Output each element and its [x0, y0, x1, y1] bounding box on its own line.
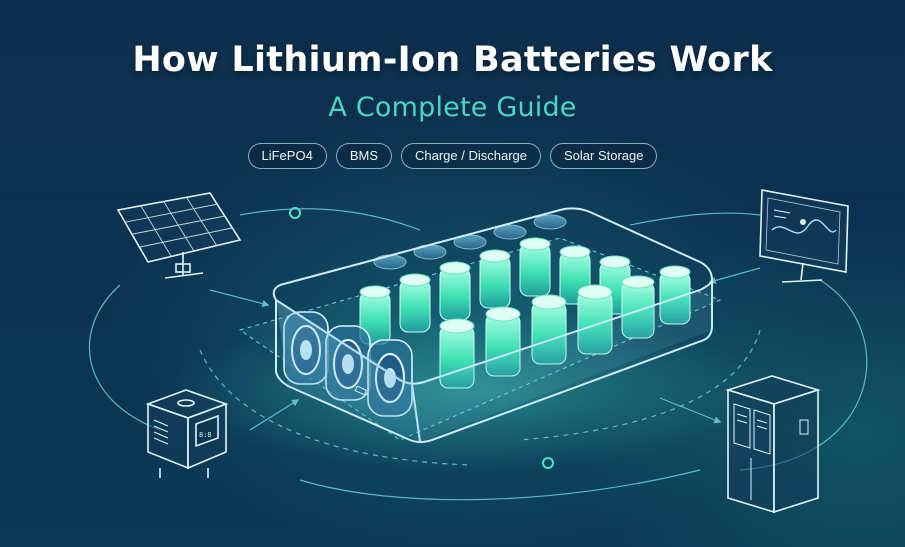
tag-bms: BMS	[335, 143, 392, 169]
battery-cabinet-icon	[725, 375, 821, 514]
svg-text:8:8: 8:8	[199, 431, 212, 439]
battery-pack-illustration	[238, 207, 722, 443]
page-title: How Lithium-Ion Batteries Work	[132, 40, 773, 80]
page-subtitle: A Complete Guide	[328, 92, 577, 123]
inverter-device-icon: 8:8	[145, 389, 229, 478]
topic-tags: LiFePO4 BMS Charge / Discharge Solar Sto…	[0, 143, 905, 169]
tag-solar-storage: Solar Storage	[549, 143, 658, 169]
tag-lifepo4: LiFePO4	[247, 143, 327, 169]
monitor-chart-icon	[759, 189, 849, 283]
solar-panel-icon	[116, 192, 242, 279]
flow-node-bottom	[542, 457, 554, 469]
tag-charge-discharge: Charge / Discharge	[400, 143, 541, 169]
flow-node-top	[289, 207, 301, 219]
